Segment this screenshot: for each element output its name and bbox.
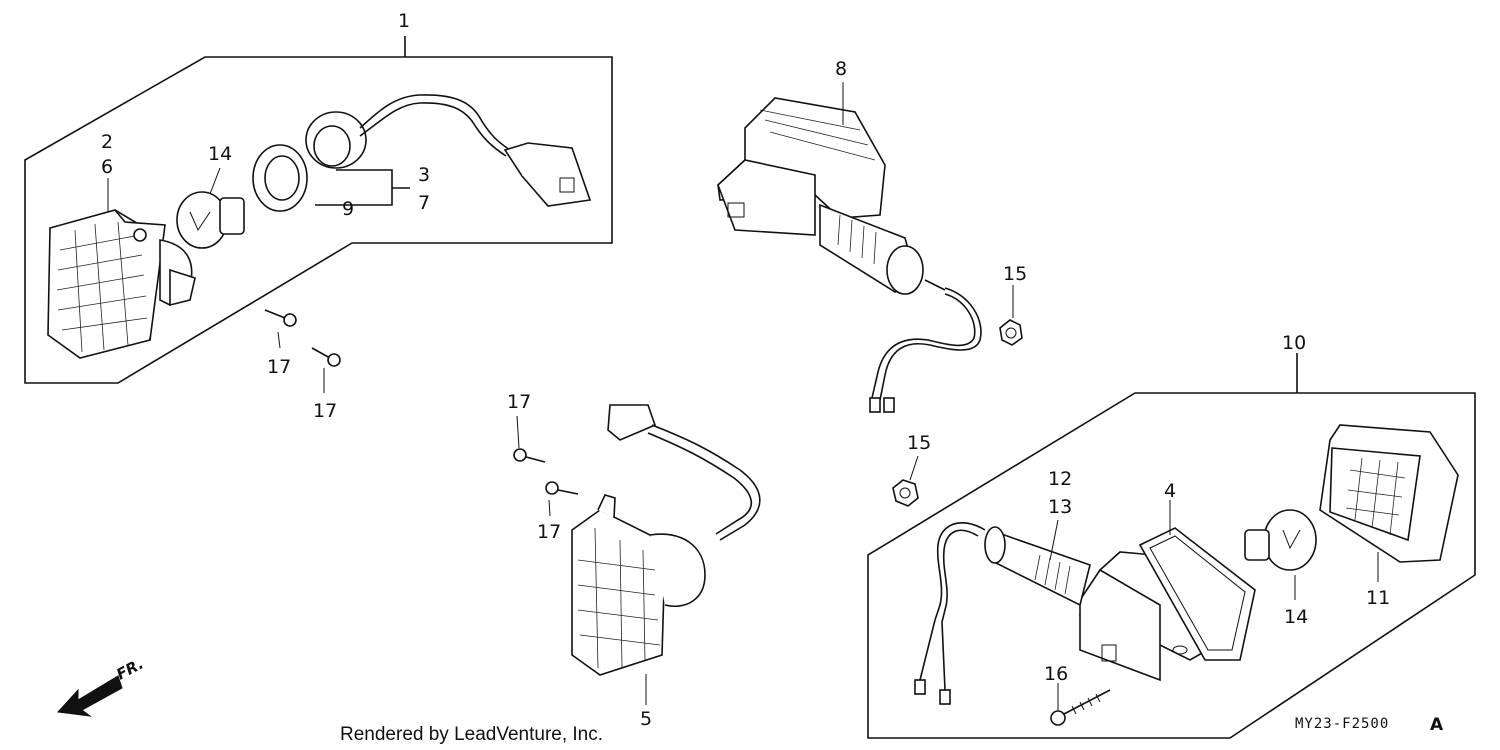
callout-11: 11 (1366, 587, 1390, 609)
callout-17-d: 17 (537, 521, 561, 543)
callout-4: 4 (1164, 480, 1176, 502)
group-frame-1 (24, 56, 613, 384)
group-frame-10 (867, 392, 1476, 739)
callout-12: 12 (1048, 468, 1072, 490)
leader-lines (107, 82, 1379, 710)
callout-2: 2 (101, 131, 113, 153)
callout-15-a: 15 (1003, 263, 1027, 285)
screw-part-middle (513, 448, 579, 495)
callout-17-b: 17 (313, 400, 337, 422)
diagram-code-suffix: A (1430, 715, 1444, 735)
callout-13: 13 (1048, 496, 1072, 518)
callout-17-c: 17 (507, 391, 531, 413)
callout-6: 6 (101, 156, 113, 178)
callout-1: 1 (398, 10, 410, 32)
bulb-part-right (1244, 509, 1317, 571)
callout-17-a: 17 (267, 356, 291, 378)
callout-15-b: 15 (907, 432, 931, 454)
rear-lens-part (1319, 424, 1459, 563)
socket-harness-part (305, 94, 592, 207)
front-direction-arrow-icon (56, 675, 123, 717)
credit-text: Rendered by LeadVenture, Inc. (340, 724, 603, 745)
callout-14-bottom: 14 (1284, 606, 1308, 628)
callout-7: 7 (418, 192, 430, 214)
callout-5: 5 (640, 708, 652, 730)
gasket-part (252, 144, 308, 212)
callout-9: 9 (342, 198, 354, 220)
callout-3: 3 (418, 164, 430, 186)
diagram-code: MY23-F2500 (1295, 716, 1389, 732)
nut-part (892, 319, 1023, 507)
screw-part (264, 309, 341, 367)
callout-16: 16 (1044, 663, 1068, 685)
screw-part-16 (1050, 689, 1111, 726)
callout-10: 10 (1282, 332, 1306, 354)
gasket-part-right (1138, 527, 1256, 661)
rear-turn-signal-part (717, 97, 982, 413)
callout-14-top: 14 (208, 143, 232, 165)
front-lens-part (47, 209, 196, 359)
bulb-part (176, 191, 245, 249)
callout-8: 8 (835, 58, 847, 80)
front-right-turn-signal-part (571, 404, 761, 676)
